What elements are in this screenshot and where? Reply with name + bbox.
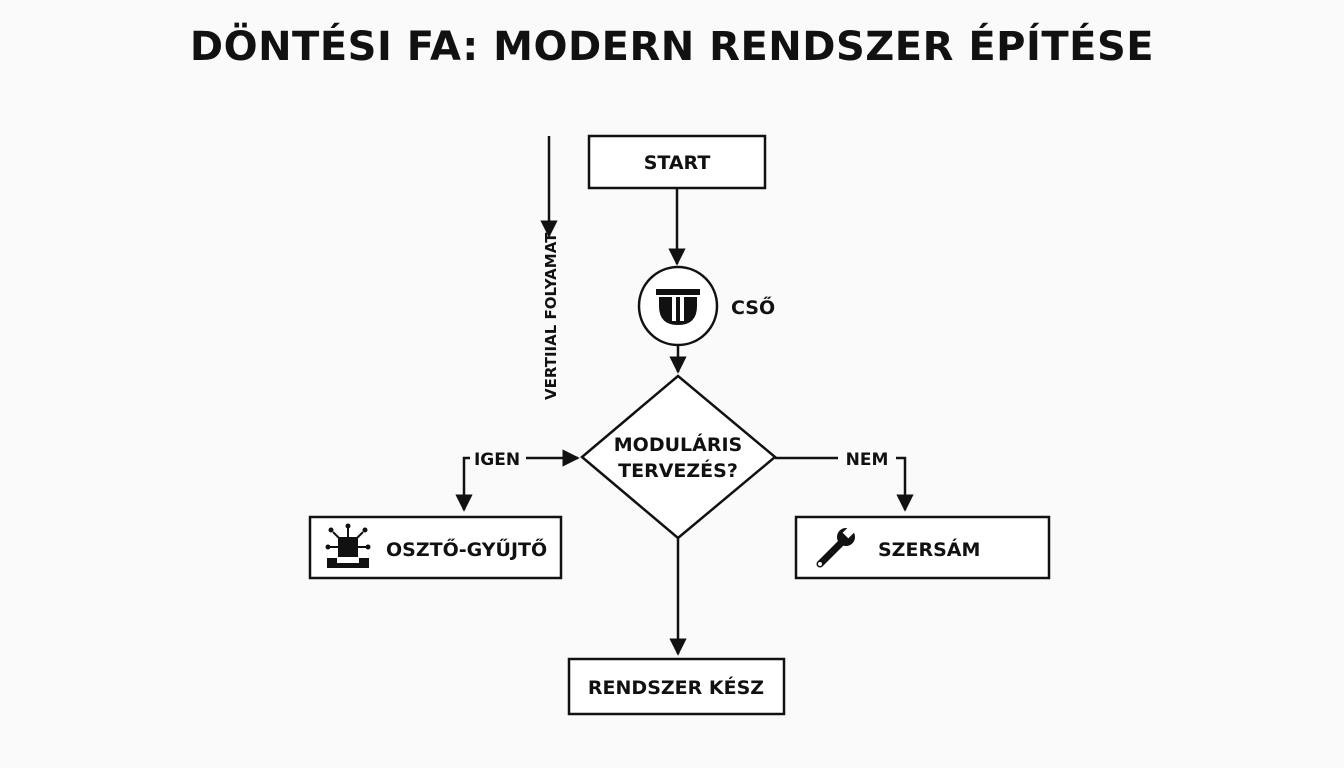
wrench-icon [816,526,855,568]
decision-label-line1: MODULÁRIS [614,433,742,456]
pipe-node [637,265,719,347]
connector-yes-branch [455,456,473,512]
yes-label: IGEN [474,450,520,470]
decision-node: MODULÁRIS TERVEZÉS? [580,374,777,540]
no-label: NEM [846,450,889,470]
end-node: RENDSZER KÉSZ [567,657,786,716]
decision-label-line2: TERVEZÉS? [618,459,738,482]
start-label: START [644,152,711,174]
manifold-node: OSZTŐ-GYŰJTŐ [308,515,563,580]
manifold-chip-icon [325,523,371,568]
connector-no-branch [896,456,914,512]
manifold-label: OSZTŐ-GYŰJTŐ [386,537,547,561]
start-node: START [587,134,767,190]
page-title: DÖNTÉSI FA: MODERN RENDSZER ÉPÍTÉSE [189,24,1155,70]
pipe-label: CSŐ [731,295,775,319]
pipe-fitting-icon [656,289,700,325]
end-label: RENDSZER KÉSZ [588,676,764,699]
vertical-process-label: VERTIIAL FOLYAMAT [542,232,560,400]
tool-node: SZERSÁM [794,515,1051,580]
tool-label: SZERSÁM [878,538,980,561]
